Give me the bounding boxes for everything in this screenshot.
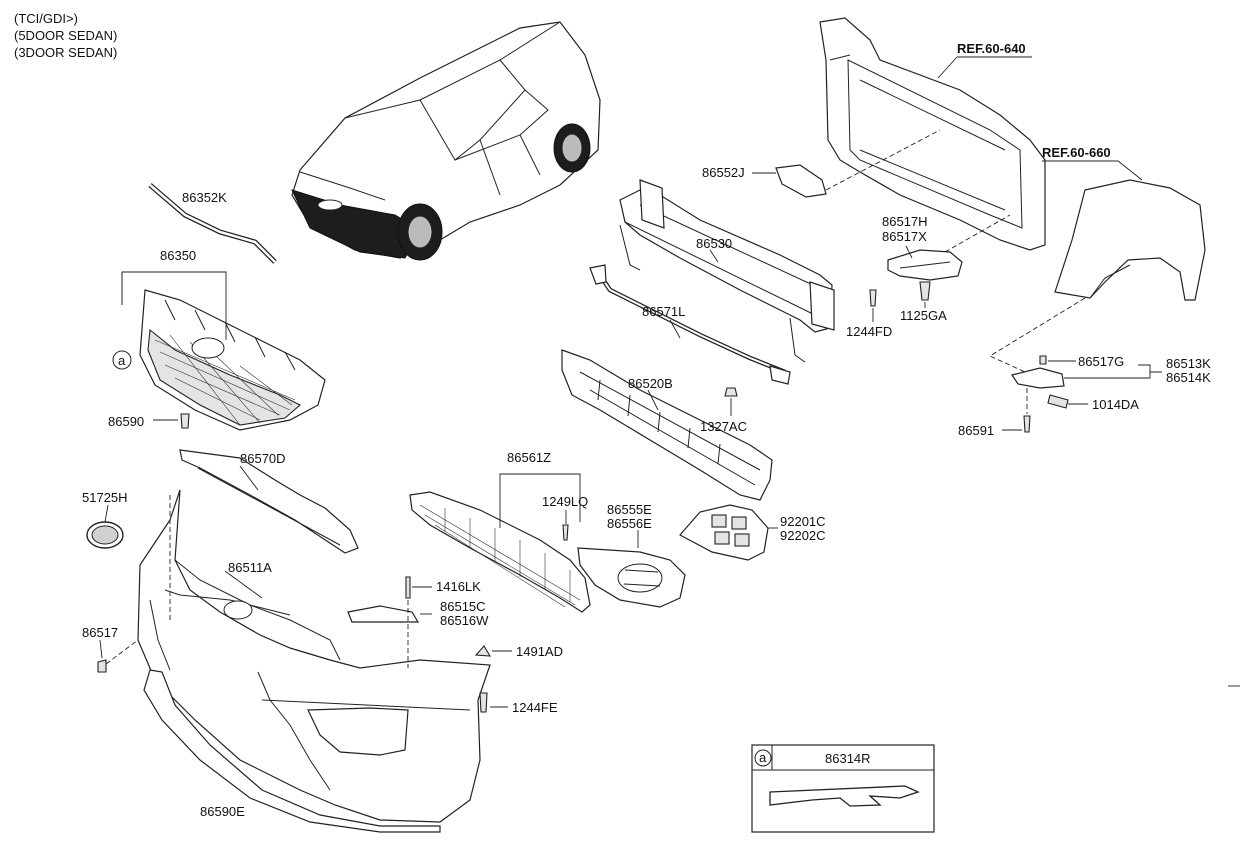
part-label-1491AD[interactable]: 1491AD [516, 644, 563, 659]
callout-marker-a[interactable] [112, 350, 132, 370]
bolt-1125GA [919, 281, 931, 301]
part-label-1014DA[interactable]: 1014DA [1092, 397, 1139, 412]
upper-cover-86570D [179, 449, 359, 554]
part-label-86517G[interactable]: 86517G [1078, 354, 1124, 369]
bracket-86552J [775, 164, 827, 198]
part-label-86590E[interactable]: 86590E [200, 804, 245, 819]
lower-lip-86590E [143, 669, 441, 833]
part-label-86570D[interactable]: 86570D [240, 451, 286, 466]
screw-86591 [1023, 415, 1031, 433]
part-label-92202C[interactable]: 92202C [780, 528, 826, 543]
part-label-1244FE[interactable]: 1244FE [512, 700, 558, 715]
bracket-86515C [347, 605, 420, 623]
foglamp-cover-86555E [577, 547, 686, 608]
header-line-3: (3DOOR SEDAN) [14, 45, 117, 60]
gt-badge-icon [769, 785, 920, 807]
header-line-1: (TCI/GDI>) [14, 11, 78, 26]
inset-part-label-86314R[interactable]: 86314R [825, 751, 871, 766]
part-label-86517[interactable]: 86517 [82, 625, 118, 640]
bumper-beam-86530 [619, 179, 835, 363]
callout-marker-a-label: a [118, 353, 126, 368]
clip-86590 [180, 413, 190, 429]
part-label-86555E[interactable]: 86555E [607, 502, 652, 517]
part-label-86352K[interactable]: 86352K [182, 190, 227, 205]
bracket-86513K [1011, 355, 1065, 389]
part-label-86556E[interactable]: 86556E [607, 516, 652, 531]
part-label-1327AC[interactable]: 1327AC [700, 419, 747, 434]
front-fender [1054, 179, 1206, 301]
part-label-86516W[interactable]: 86516W [440, 613, 489, 628]
ref-label-60-660[interactable]: REF.60-660 [1042, 145, 1111, 160]
part-label-86517X[interactable]: 86517X [882, 229, 927, 244]
energy-absorber-86520B [561, 349, 773, 501]
fog-lamp-92201C [679, 504, 769, 561]
part-label-86514K[interactable]: 86514K [1166, 370, 1211, 385]
vehicle-illustration [291, 21, 601, 261]
part-label-1125GA[interactable]: 1125GA [900, 308, 947, 323]
bolt-1014DA [1047, 394, 1069, 409]
header-line-2: (5DOOR SEDAN) [14, 28, 117, 43]
ref-label-60-640[interactable]: REF.60-640 [957, 41, 1026, 56]
part-label-86571L[interactable]: 86571L [642, 304, 685, 319]
lower-grille-86561Z [409, 491, 591, 613]
cap-86517 [97, 659, 107, 673]
part-label-1244FD[interactable]: 1244FD [846, 324, 892, 339]
part-label-86561Z[interactable]: 86561Z [507, 450, 551, 465]
nut-1327AC [724, 387, 738, 397]
part-label-86530[interactable]: 86530 [696, 236, 732, 251]
part-label-86520B[interactable]: 86520B [628, 376, 673, 391]
part-label-86517H[interactable]: 86517H [882, 214, 928, 229]
screw-1244FD [869, 289, 877, 307]
part-label-1249LQ[interactable]: 1249LQ [542, 494, 588, 509]
bolt-1416LK [405, 576, 411, 599]
inset-marker-a [754, 749, 772, 767]
clip-1491AD [474, 645, 492, 657]
front-bumper-cover-86511A [137, 489, 491, 823]
part-label-86511A[interactable]: 86511A [228, 560, 272, 575]
inset-marker-label: a [759, 750, 767, 765]
part-label-86513K[interactable]: 86513K [1166, 356, 1211, 371]
radiator-grille-86350 [139, 289, 326, 431]
bracket-86517H [887, 249, 963, 281]
screw-1244FE [479, 692, 488, 713]
part-label-86590[interactable]: 86590 [108, 414, 144, 429]
part-label-51725H[interactable]: 51725H [82, 490, 128, 505]
part-label-86591[interactable]: 86591 [958, 423, 994, 438]
screw-1249LQ [562, 524, 569, 541]
part-label-86350[interactable]: 86350 [160, 248, 196, 263]
emblem-51725H [86, 521, 124, 549]
part-label-86515C[interactable]: 86515C [440, 599, 486, 614]
part-label-1416LK[interactable]: 1416LK [436, 579, 481, 594]
stay-86571L [589, 264, 791, 385]
grille-moulding-86352K [148, 183, 277, 264]
inset-box [751, 744, 935, 833]
part-label-92201C[interactable]: 92201C [780, 514, 826, 529]
part-label-86552J[interactable]: 86552J [702, 165, 745, 180]
